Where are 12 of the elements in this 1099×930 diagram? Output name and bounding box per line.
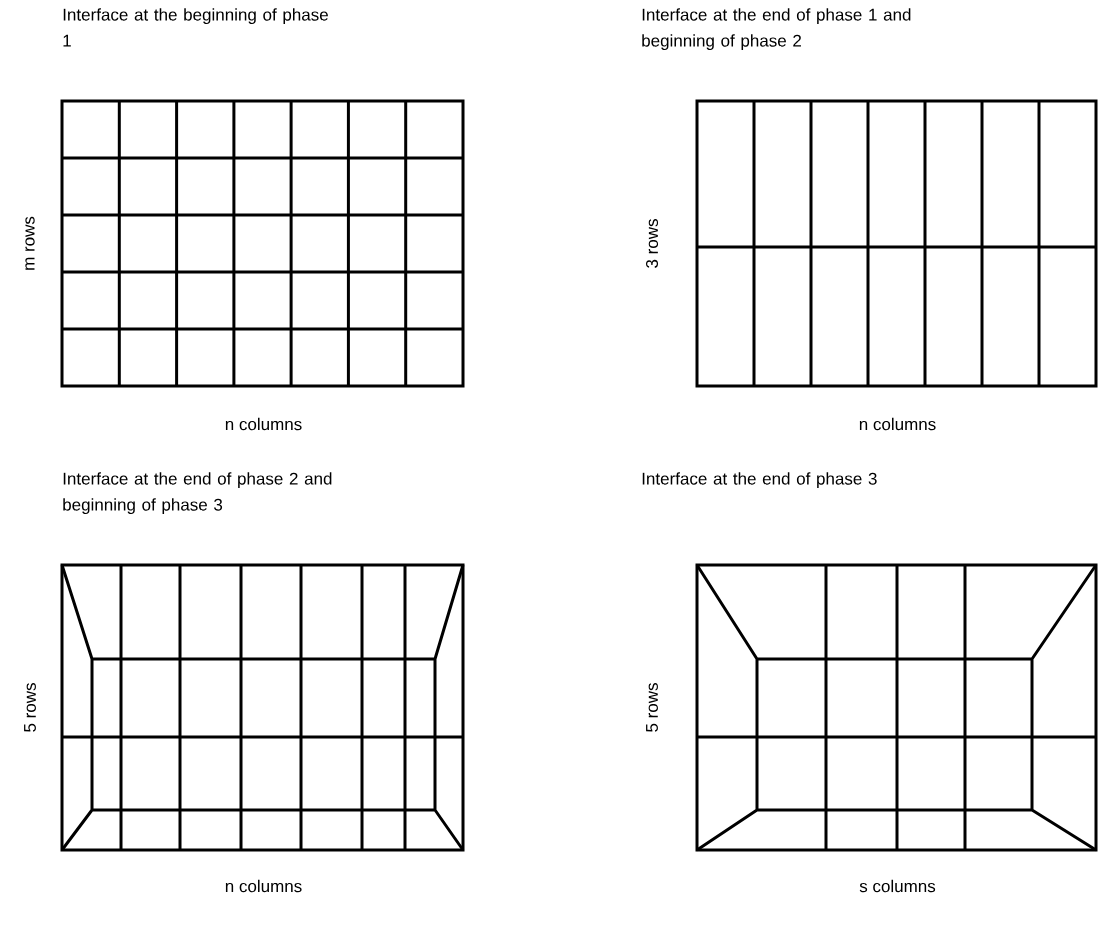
axis-label: 5 rows [24,683,36,732]
axis-label: n columns [859,417,936,431]
axis-label: n columns [225,879,302,893]
panel-title: Interface at the end of phase 1 and beginning of phase 2 [642,8,911,51]
panel-title: Interface at the beginning of phase 1 [63,8,328,47]
axis-label: 3 rows [646,219,659,268]
axis-label: m rows [25,216,35,270]
axis-label: s columns [859,879,936,893]
panel-title: Interface at the end of phase 2 and beginning of phase 3 [63,472,332,515]
axis-label: 5 rows [646,683,658,732]
panel-title: Interface at the end of phase 3 [642,472,877,489]
axis-label: n columns [225,417,302,431]
